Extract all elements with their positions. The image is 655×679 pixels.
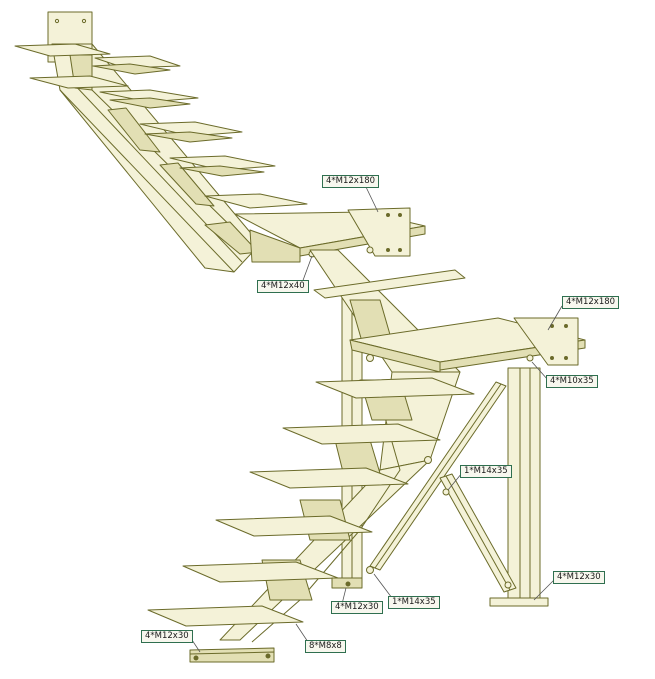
- label-bolt-m8x8: 8*M8x8: [305, 640, 346, 653]
- upper-landing: [234, 207, 426, 263]
- lower-treads: [147, 269, 475, 661]
- diagonal-braces: [366, 381, 517, 593]
- label-bolt-m12x180-lower: 4*M12x180: [562, 296, 620, 309]
- label-bolt-m10x35: 4*M10x35: [546, 375, 598, 388]
- label-bolt-m12x30-tower: 4*M12x30: [553, 571, 605, 584]
- label-bolt-m12x30-bottom: 4*M12x30: [141, 630, 193, 643]
- label-bolt-m14x35-base: 1*M14x35: [388, 596, 440, 609]
- upper-treads: [14, 43, 308, 209]
- base-plates: [189, 577, 363, 663]
- label-bolt-m12x180-upper: 4*M12x180: [322, 175, 380, 188]
- upper-stringer: [51, 43, 261, 273]
- support-tower: [489, 367, 549, 607]
- label-bolt-m14x35-brace: 1*M14x35: [460, 465, 512, 478]
- label-bolt-m12x30-post: 4*M12x30: [331, 601, 383, 614]
- second-landing: [349, 317, 586, 373]
- label-bolt-m12x40: 4*M12x40: [257, 280, 309, 293]
